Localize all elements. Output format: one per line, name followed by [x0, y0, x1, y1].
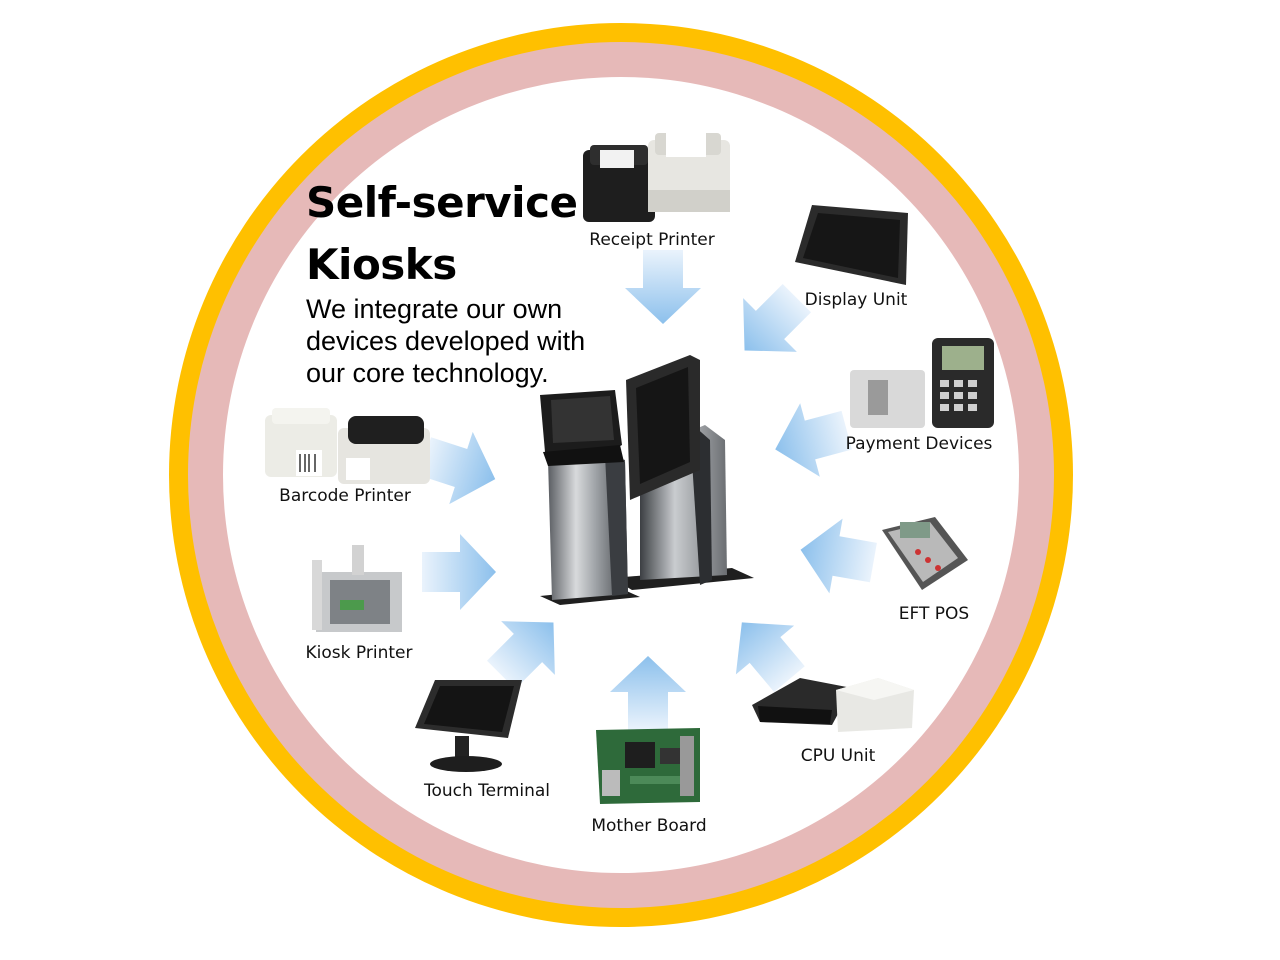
label-cpu-unit: CPU Unit [800, 746, 876, 766]
display-monitor-icon [795, 205, 908, 285]
title-line-1: Self-service [306, 178, 578, 227]
touch-monitor-icon [415, 680, 522, 772]
circuit-board-icon [596, 728, 700, 804]
payment-terminal-icon [850, 338, 994, 428]
label-payment-devices: Payment Devices [845, 434, 993, 454]
label-mother-board: Mother Board [591, 816, 707, 836]
printer-mechanism-icon [312, 545, 402, 632]
receipt-printer-icon [583, 133, 730, 222]
subtitle: We integrate our own devices developed w… [306, 293, 626, 389]
subtitle-line-1: We integrate our own [306, 294, 563, 324]
label-kiosk-printer: Kiosk Printer [305, 643, 413, 663]
subtitle-line-3: our core technology. [306, 358, 549, 388]
label-display-unit: Display Unit [804, 290, 908, 310]
kiosk-stand-icon [540, 355, 754, 605]
label-barcode-printer: Barcode Printer [279, 486, 411, 506]
barcode-printer-icon [265, 408, 430, 484]
label-eft-pos: EFT POS [898, 604, 970, 624]
page-title: Self-service Kiosks [306, 172, 606, 296]
cpu-box-icon [752, 678, 914, 732]
title-line-2: Kiosks [306, 240, 457, 289]
label-receipt-printer: Receipt Printer [589, 230, 715, 250]
subtitle-line-2: devices developed with [306, 326, 586, 356]
label-touch-terminal: Touch Terminal [423, 781, 551, 801]
card-reader-icon [882, 517, 968, 590]
